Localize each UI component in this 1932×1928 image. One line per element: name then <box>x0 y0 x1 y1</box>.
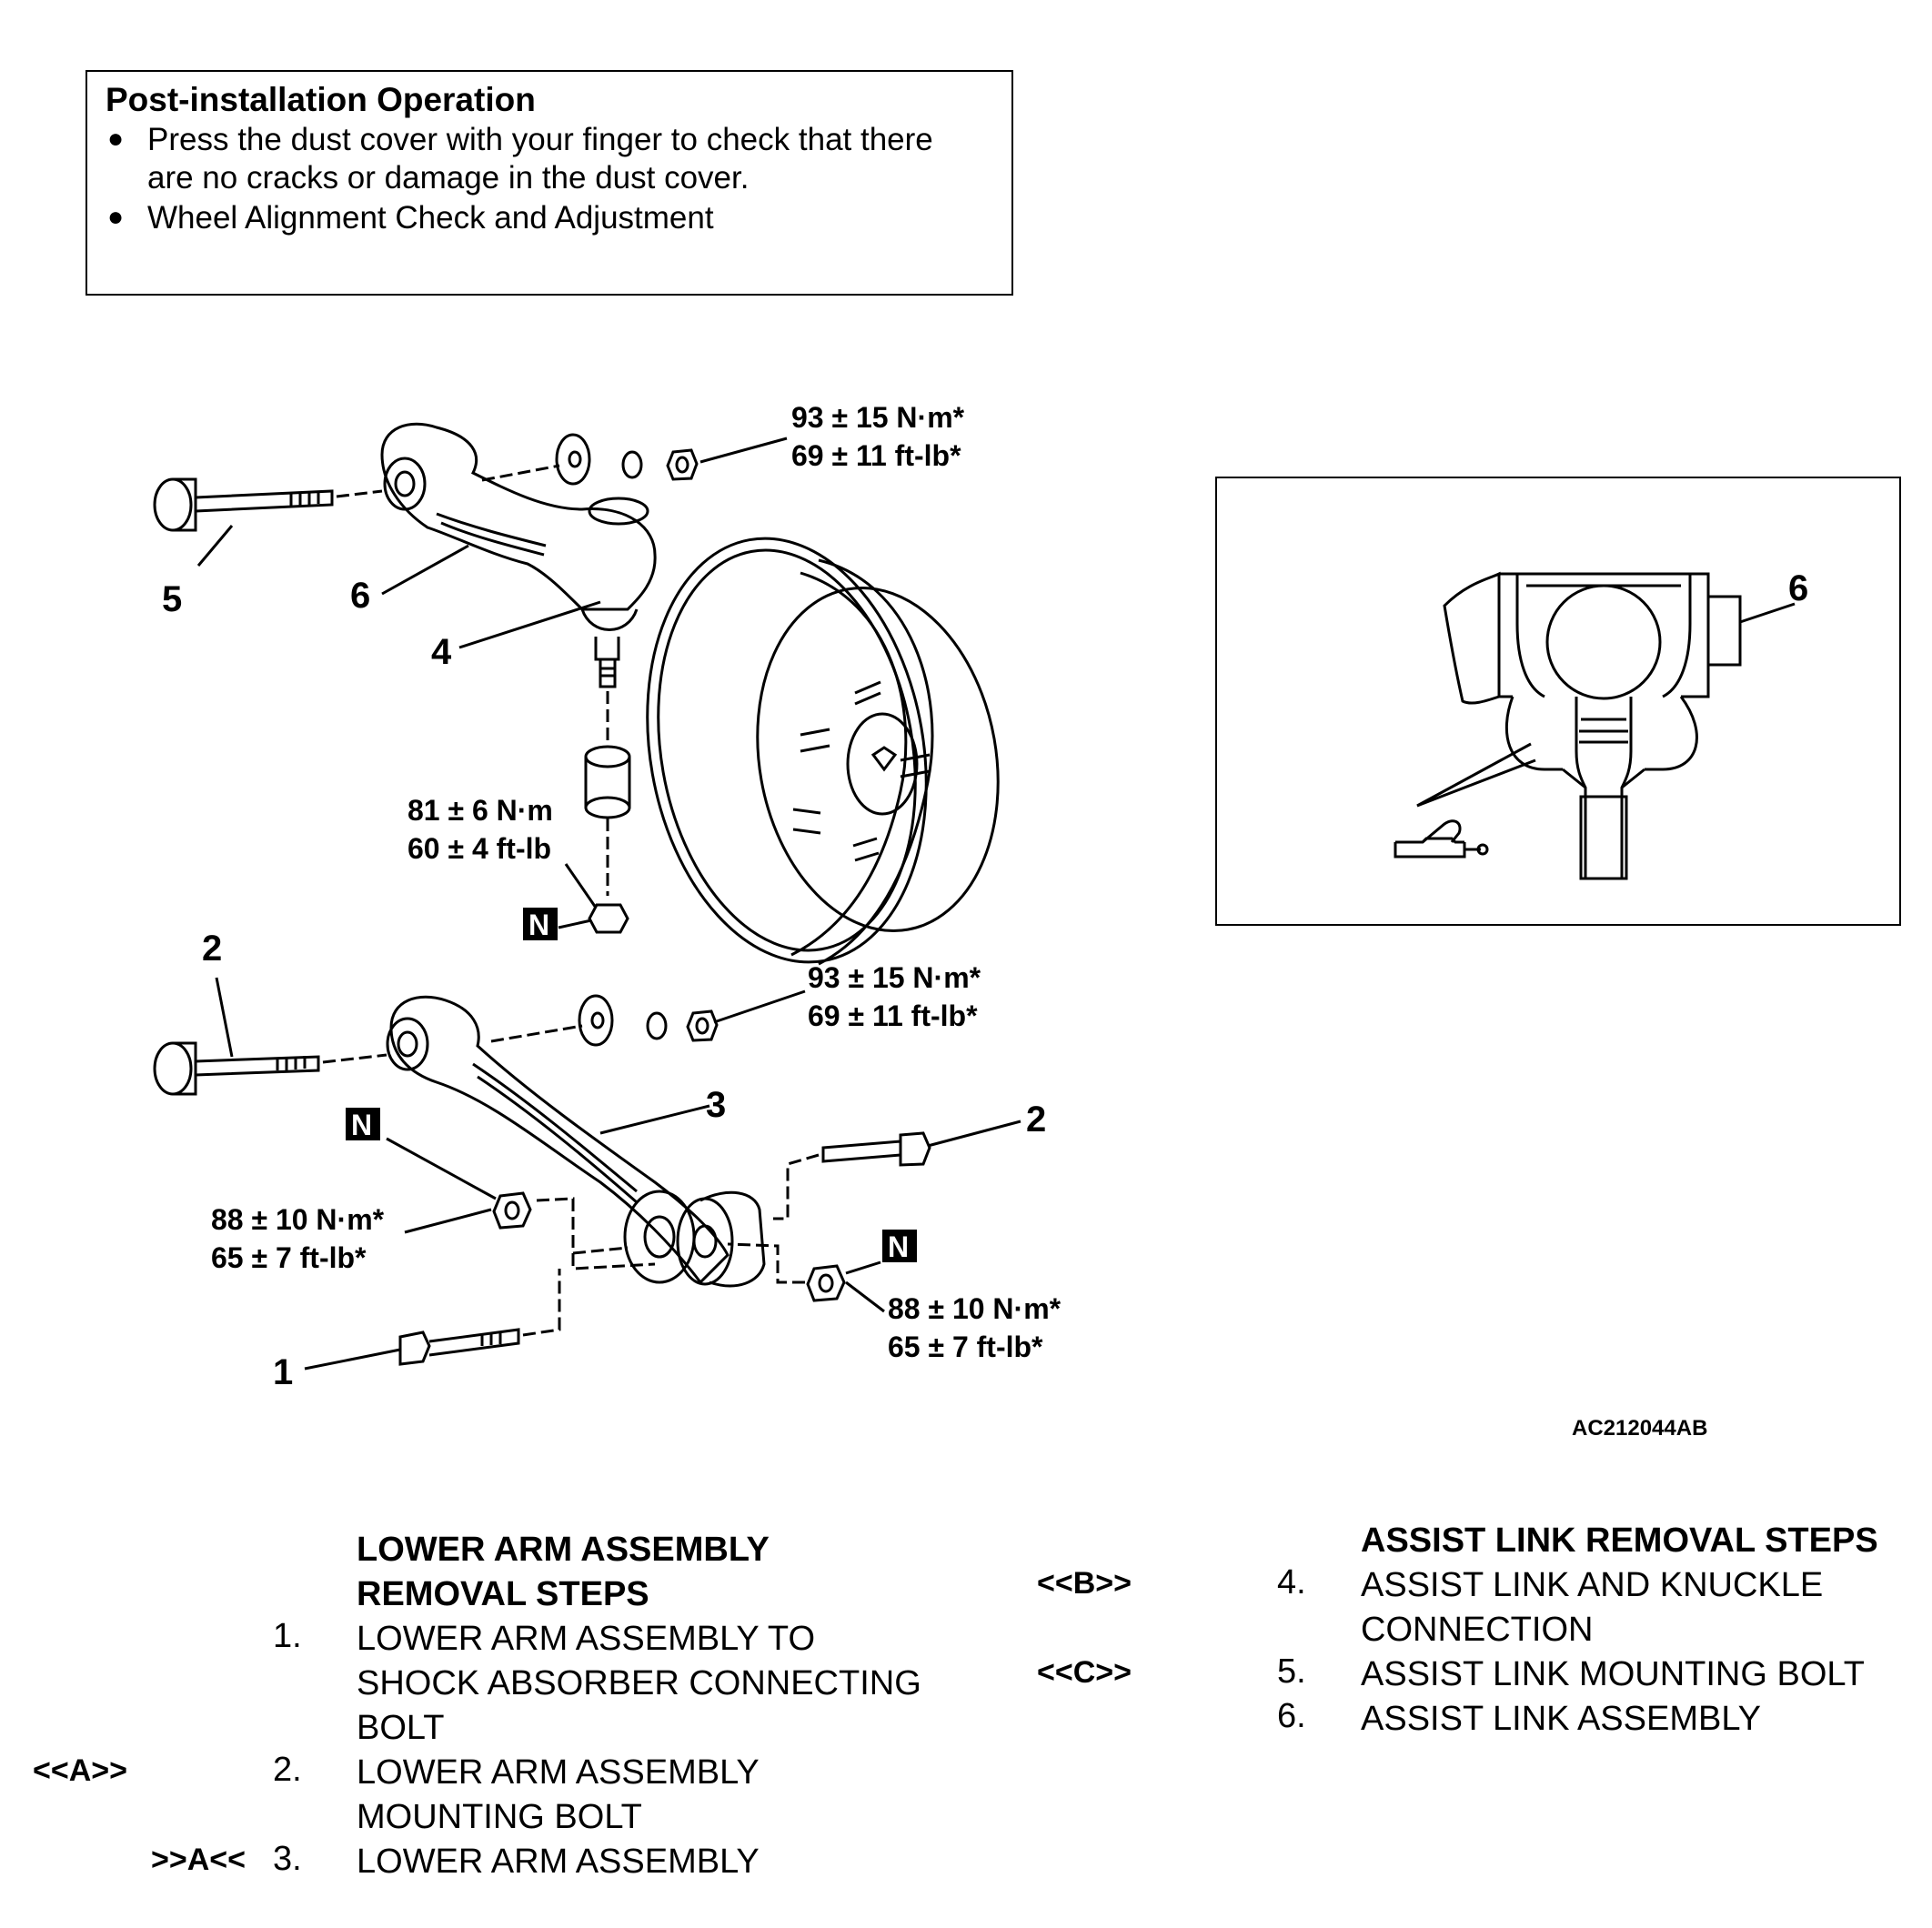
step-1-line3: BOLT <box>357 1709 445 1747</box>
callout-6-inset: 6 <box>1788 568 1808 608</box>
post-item-2: Wheel Alignment Check and Adjustment <box>147 200 714 236</box>
shock-nut-right-icon <box>806 1264 846 1302</box>
callout-2-left: 2 <box>202 929 222 969</box>
lower-arm-heading-line1: LOWER ARM ASSEMBLY <box>357 1531 770 1569</box>
shock-nut-left-icon <box>492 1191 532 1230</box>
new-part-badge-left: N <box>346 1108 380 1141</box>
step-5-line1: ASSIST LINK MOUNTING BOLT <box>1361 1655 1865 1693</box>
bolt-5-icon <box>153 477 334 532</box>
post-installation-box: Post-installation Operation ● Press the … <box>86 70 1013 296</box>
callout-5: 5 <box>162 579 182 619</box>
step-5-marker: <<C>> <box>1037 1655 1132 1690</box>
assist-link-icon <box>380 422 657 688</box>
step-1-line2: SHOCK ABSORBER CONNECTING <box>357 1664 921 1702</box>
figure-code: AC212044AB <box>1572 1416 1707 1441</box>
spacer-icon <box>584 745 631 819</box>
step-2-marker: <<A>> <box>33 1753 127 1788</box>
detail-inset: 6 <box>1215 477 1901 926</box>
step-6-line1: ASSIST LINK ASSEMBLY <box>1361 1700 1762 1738</box>
new-part-badge-right: N <box>882 1230 917 1263</box>
step-1-number: 1. <box>273 1617 302 1655</box>
bolt-1-icon <box>398 1328 520 1366</box>
lower-arm-heading-line2: REMOVAL STEPS <box>357 1575 649 1613</box>
post-installation-title: Post-installation Operation <box>106 81 536 118</box>
callout-1: 1 <box>273 1352 293 1392</box>
bolt-2-right-icon <box>821 1131 931 1167</box>
torque-upper-nut-nm: 93 ± 15 N·m* <box>791 401 965 434</box>
callout-3: 3 <box>706 1085 726 1125</box>
torque-shock-nut-right-nm: 88 ± 10 N·m* <box>888 1292 1062 1325</box>
step-3-marker: >>A<< <box>151 1843 246 1877</box>
torque-lower-nut-nm: 93 ± 15 N·m* <box>808 961 981 994</box>
torque-upper-nut-ftlb: 69 ± 11 ft-lb* <box>791 439 961 472</box>
lower-washer-icon <box>578 994 614 1047</box>
step-3-number: 3. <box>273 1840 302 1878</box>
torque-shock-nut-left-nm: 88 ± 10 N·m* <box>211 1203 385 1236</box>
step-4-number: 4. <box>1277 1563 1306 1602</box>
upper-washer-icon <box>555 433 591 486</box>
step-3-line1: LOWER ARM ASSEMBLY <box>357 1843 760 1881</box>
callout-6: 6 <box>350 576 370 616</box>
torque-shock-nut-right-ftlb: 65 ± 7 ft-lb* <box>888 1331 1043 1363</box>
svg-text:N: N <box>888 1230 909 1263</box>
torque-lower-nut-ftlb: 69 ± 11 ft-lb* <box>808 999 978 1032</box>
lower-arm-icon <box>386 995 766 1288</box>
step-6-number: 6. <box>1277 1697 1306 1735</box>
upper-nut-icon <box>666 448 699 481</box>
torque-shock-nut-left-ftlb: 65 ± 7 ft-lb* <box>211 1241 367 1274</box>
step-5-number: 5. <box>1277 1652 1306 1691</box>
torque-knuckle-nut-nm: 81 ± 6 N·m <box>408 794 553 827</box>
step-2-number: 2. <box>273 1751 302 1789</box>
upper-lockwasher-icon <box>621 450 643 479</box>
lower-nut-icon <box>686 1009 719 1042</box>
knuckle-nut-icon <box>588 903 629 934</box>
torque-knuckle-nut-ftlb: 60 ± 4 ft-lb <box>408 832 551 865</box>
bullet-icon: ● <box>107 124 125 154</box>
callout-4: 4 <box>431 632 452 672</box>
bolt-2-left-icon <box>153 1041 320 1096</box>
bullet-icon: ● <box>107 202 125 232</box>
brake-disc-icon <box>646 537 1000 966</box>
lower-lockwasher-icon <box>646 1011 668 1040</box>
ball-joint-detail-icon: 6 <box>1394 568 1808 880</box>
step-4-line2: CONNECTION <box>1361 1611 1594 1649</box>
svg-text:N: N <box>528 909 549 941</box>
assist-link-heading: ASSIST LINK REMOVAL STEPS <box>1361 1521 1878 1560</box>
step-2-line2: MOUNTING BOLT <box>357 1798 642 1836</box>
post-item-1-line1: Press the dust cover with your finger to… <box>147 122 933 157</box>
step-2-line1: LOWER ARM ASSEMBLY <box>357 1753 760 1792</box>
new-part-badge-knuckle: N <box>523 908 558 941</box>
step-4-marker: <<B>> <box>1037 1566 1132 1601</box>
svg-text:N: N <box>351 1109 372 1141</box>
step-1-line1: LOWER ARM ASSEMBLY TO <box>357 1620 816 1658</box>
callout-2-right: 2 <box>1026 1100 1046 1140</box>
post-item-1-line2: are no cracks or damage in the dust cove… <box>147 160 750 196</box>
step-4-line1: ASSIST LINK AND KNUCKLE <box>1361 1566 1824 1604</box>
